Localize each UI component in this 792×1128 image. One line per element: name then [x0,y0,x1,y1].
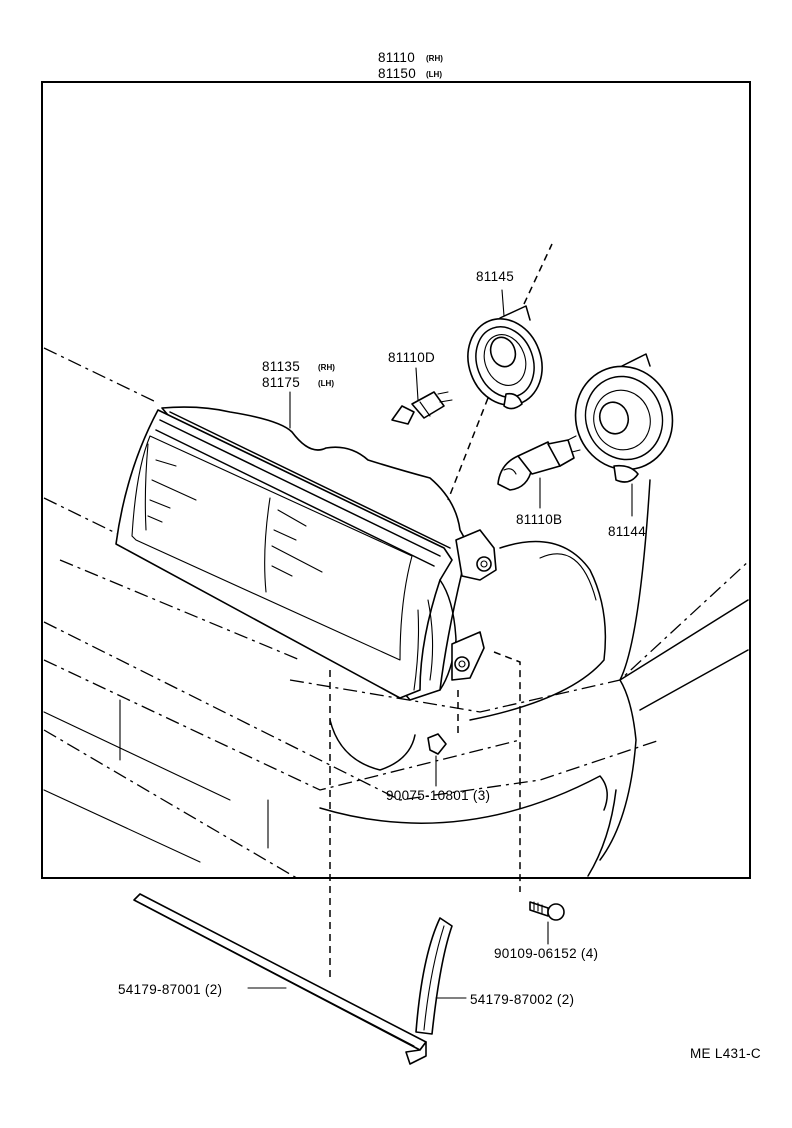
lh-suffix: (LH) [318,379,334,388]
part-number-81135: 81135 [262,359,300,374]
part-number-81145: 81145 [476,269,514,284]
top-assembly-label: 81110 (RH) 81150 (LH) [378,50,443,81]
part-number-81175: 81175 [262,375,300,390]
part-number-90109-06152: 90109-06152 (4) [494,946,598,961]
lens-label: 81135 (RH) 81175 (LH) [262,359,335,429]
part-number-81110b: 81110B [516,512,562,527]
bulb-81110b: 81110B [497,435,581,527]
vehicle-body-outline [43,347,751,881]
part-number-54179-87002: 54179-87002 (2) [470,992,574,1007]
socket-cover-81144: 81144 [574,353,674,539]
lh-suffix: (LH) [426,70,442,79]
clip-90075-10801: 90075-10801 (3) [386,690,490,803]
rh-suffix: (RH) [318,363,335,372]
molding-54179-87002: 54179-87002 (2) [415,917,574,1035]
molding-54179-87001: 54179-87001 (2) [118,893,427,1065]
screw-90109-06152: 90109-06152 (4) [493,651,598,961]
part-number-81150: 81150 [378,66,416,81]
mounting-brackets [451,529,497,681]
bulb-81110d: 81110D [388,350,453,425]
part-number-81110d: 81110D [388,350,435,365]
part-number-81144: 81144 [608,524,646,539]
part-number-54179-87001: 54179-87001 (2) [118,982,222,997]
part-number-81110: 81110 [378,50,415,65]
headlamp-lens [115,409,457,699]
socket-cover-81145: 81145 [447,243,553,501]
assembly-frame [41,81,751,879]
drawing-code: ME L431-C [690,1046,761,1061]
part-number-90075-10801: 90075-10801 (3) [386,788,490,803]
rh-suffix: (RH) [426,54,443,63]
